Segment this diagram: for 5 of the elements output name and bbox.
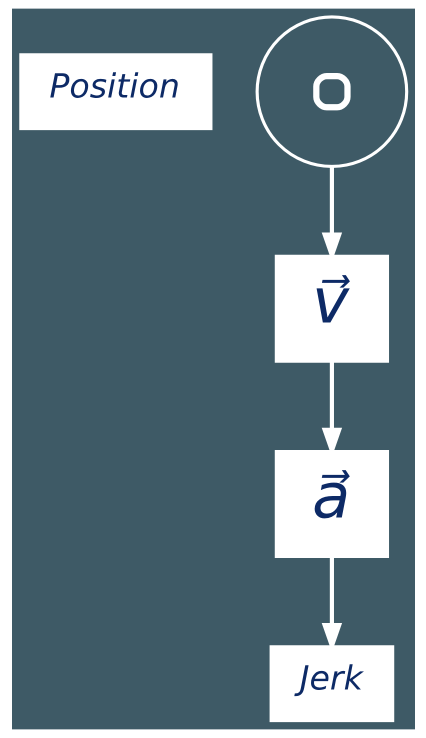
node-box: Jerk (269, 645, 394, 722)
node-circle (255, 15, 408, 168)
node-box: Position (18, 53, 212, 130)
node-box: a⃗ (274, 450, 389, 558)
node-box: v⃗ (274, 254, 389, 363)
